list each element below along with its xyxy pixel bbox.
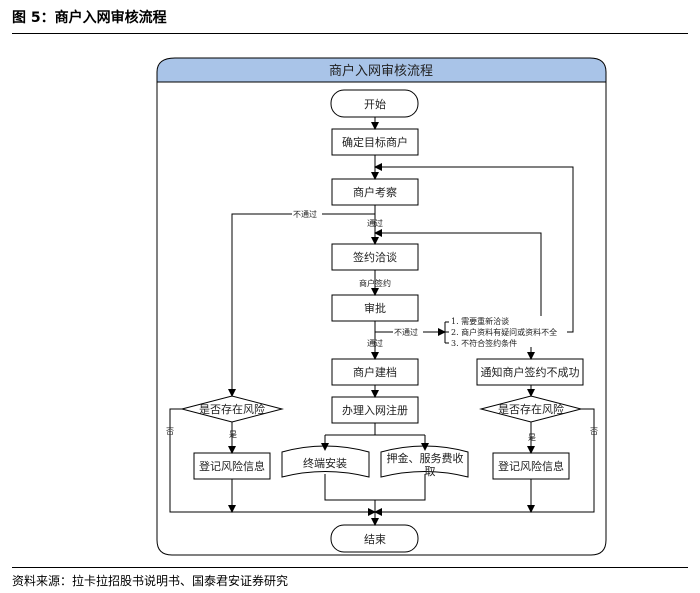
container (156, 82, 607, 556)
record-right-node (492, 452, 570, 480)
figure-title: 图 5：商户入网审核流程 (12, 10, 167, 26)
approve-label: 审批 (364, 301, 386, 315)
deposit-node (380, 445, 469, 478)
negotiate-label: 签约洽谈 (353, 250, 397, 264)
no-left-label: 否 (166, 427, 174, 436)
archive-label: 商户建档 (353, 365, 397, 379)
record-right-label: 登记风险信息 (498, 459, 564, 473)
bottom-divider (12, 567, 688, 568)
pass-inspect-label: 通过 (367, 218, 383, 228)
end-label: 结束 (364, 533, 386, 546)
reason-3: 3. 不符合签约条件 (451, 338, 517, 348)
risk-left-diamond (180, 395, 284, 423)
top-divider (12, 33, 688, 34)
install-node (281, 445, 370, 478)
header-title: 商户入网审核流程 (329, 63, 433, 79)
reject-approve-label: 不通过 (394, 327, 418, 337)
risk-left-label: 是否存在风险 (199, 402, 265, 416)
deposit-label-2: 取 (425, 465, 436, 478)
reject-inspect-label: 不通过 (293, 209, 317, 219)
pass-approve-label: 通过 (367, 338, 383, 348)
inspect-label: 商户考察 (353, 185, 397, 199)
install-label: 终端安装 (303, 456, 347, 470)
no-right-label: 否 (590, 427, 598, 436)
reason-2: 2. 商户资料有疑问或资料不全 (451, 327, 557, 337)
start-label: 开始 (364, 97, 386, 111)
register-label: 办理入网注册 (342, 403, 408, 417)
target-label: 确定目标商户 (342, 135, 408, 149)
notify-label: 通知商户签约不成功 (481, 365, 580, 379)
record-left-label: 登记风险信息 (199, 459, 265, 473)
approve-node (331, 294, 419, 322)
yes-left-label: 是 (229, 430, 237, 439)
risk-right-label: 是否存在风险 (498, 402, 564, 416)
inspect-node (331, 178, 419, 206)
notify-node (476, 358, 584, 386)
reason-1: 1. 需要重新洽谈 (451, 316, 509, 326)
source-note: 资料来源：拉卡拉招股书说明书、国泰君安证券研究 (12, 574, 289, 588)
yes-right-label: 是 (528, 433, 536, 442)
deposit-label-1: 押金、服务费收 (387, 451, 464, 465)
sign-label: 商户签约 (359, 278, 391, 288)
header-band (156, 57, 607, 83)
register-node (331, 396, 419, 424)
